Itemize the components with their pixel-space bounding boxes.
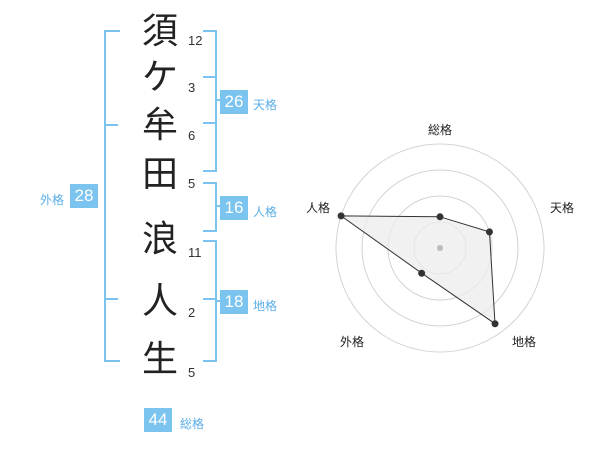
stroke-count-3: 6 (188, 128, 196, 143)
jinkaku-label: 人格 (253, 205, 278, 219)
jinkaku-bracket (203, 182, 217, 232)
name-breakdown: 須 ケ 牟 田 浪 人 生 12 3 6 5 11 2 5 26 天格 16 人… (40, 11, 278, 432)
radar-label-jinkaku: 人格 (306, 200, 330, 215)
tenkaku-label: 天格 (253, 98, 278, 112)
stroke-count-5: 11 (188, 245, 202, 260)
radar-point (436, 213, 444, 221)
radar-ring (335, 143, 545, 353)
name-char-4: 田 (141, 154, 178, 195)
bracket-connector (215, 99, 221, 101)
bracket-divider (104, 298, 118, 300)
stroke-count-1: 12 (188, 33, 203, 48)
gaikaku-bracket (104, 30, 120, 362)
name-char-3: 牟 (141, 105, 178, 146)
bracket-connector (215, 205, 221, 207)
bracket-divider (203, 298, 215, 300)
gaikaku-label: 外格 (40, 193, 65, 207)
tenkaku-bracket (203, 30, 217, 172)
name-char-6: 人 (141, 281, 178, 322)
radar-label-gaikaku: 外格 (340, 334, 364, 349)
radar-center (437, 245, 443, 251)
name-char-5: 浪 (141, 219, 178, 260)
fortune-radar-chart: 総格 天格 地格 外格 人格 (306, 122, 574, 353)
stroke-count-2: 3 (188, 80, 196, 95)
radar-point (337, 212, 345, 220)
soukaku-label: 総格 (180, 417, 205, 431)
tenkaku-score: 26 (220, 90, 248, 114)
name-char-1: 須 (141, 11, 178, 52)
bracket-divider (104, 124, 118, 126)
radar-point (491, 320, 499, 328)
bracket-divider (203, 122, 215, 124)
gaikaku-score: 28 (70, 184, 98, 208)
soukaku-score: 44 (144, 408, 172, 432)
radar-label-soukaku: 総格 (428, 122, 452, 137)
radar-label-chikaku: 地格 (512, 334, 536, 349)
radar-point (418, 269, 426, 277)
radar-label-tenkaku: 天格 (550, 200, 574, 215)
chikaku-label: 地格 (253, 299, 278, 313)
jinkaku-score: 16 (220, 196, 248, 220)
radar-ring (361, 169, 519, 327)
bracket-divider (203, 76, 215, 78)
bracket-connector (215, 300, 221, 302)
radar-area (339, 215, 496, 325)
stroke-count-6: 2 (188, 305, 196, 320)
stroke-count-4: 5 (188, 176, 196, 191)
chikaku-score: 18 (220, 290, 248, 314)
name-char-7: 生 (141, 339, 178, 380)
name-char-2: ケ (141, 57, 178, 98)
radar-point (485, 228, 493, 236)
stroke-count-7: 5 (188, 365, 196, 380)
